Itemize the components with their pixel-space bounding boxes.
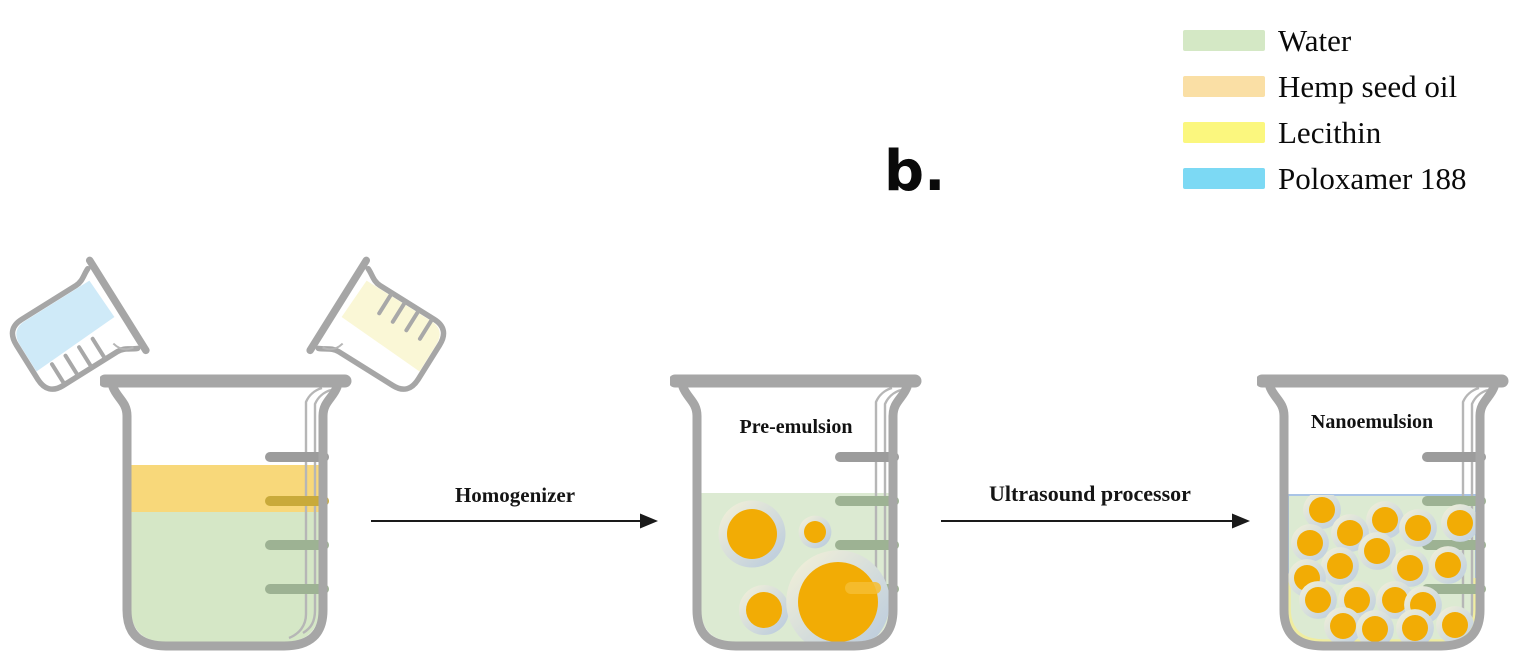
oil-droplet	[798, 562, 878, 642]
lecithin-liquid	[341, 280, 440, 372]
process-arrow-ultrasound	[941, 513, 1250, 529]
oil-droplet	[1309, 497, 1335, 523]
arrow-head-icon	[1232, 513, 1250, 529]
oil-droplet	[1337, 520, 1363, 546]
legend-item-poloxamer-188: Poloxamer 188	[1183, 155, 1467, 201]
beaker-body	[108, 382, 342, 651]
pour-beaker-ticks	[377, 292, 434, 341]
oil-droplet	[1330, 613, 1356, 639]
oil-droplet	[1297, 530, 1323, 556]
nanoemulsion-beaker: Nanoemulsion	[1257, 374, 1509, 651]
beaker-body	[1265, 382, 1499, 651]
oil-droplet	[1447, 510, 1473, 536]
poloxamer-liquid	[16, 280, 115, 372]
ultrasound-processor-label: Ultrasound processor	[989, 481, 1191, 506]
legend-item-water: Water	[1183, 17, 1467, 63]
oil-droplet	[1305, 587, 1331, 613]
pour-beaker-rim	[306, 256, 371, 355]
legend-swatch-hemp-seed-oil	[1183, 75, 1265, 97]
pre-emulsion-label: Pre-emulsion	[740, 416, 853, 438]
beaker-inner-reflection	[288, 386, 332, 640]
oil-droplet	[1327, 553, 1353, 579]
oil-droplet	[1362, 616, 1388, 642]
pour-beaker-rim	[85, 256, 150, 355]
oil-droplet	[1372, 507, 1398, 533]
oil-droplet	[1435, 552, 1461, 578]
legend-swatch-lecithin	[1183, 121, 1265, 143]
oil-droplet	[1402, 615, 1428, 641]
droplet-highlight	[845, 582, 881, 594]
legend-swatch-poloxamer-188	[1183, 167, 1265, 189]
legend-label-water: Water	[1278, 22, 1352, 58]
arrow-head-icon	[640, 513, 658, 529]
legend: Water Hemp seed oil Lecithin Poloxamer 1…	[1183, 17, 1467, 201]
water-layer	[131, 512, 319, 642]
oil-droplet	[727, 509, 777, 559]
oil-droplet	[1405, 515, 1431, 541]
beaker-body	[678, 382, 912, 651]
pour-beaker-ticks	[49, 336, 107, 385]
legend-swatch-water	[1183, 29, 1265, 51]
legend-label-lecithin: Lecithin	[1278, 114, 1382, 150]
panel-label: b.	[884, 139, 946, 204]
oil-droplet	[746, 592, 782, 628]
legend-item-hemp-seed-oil: Hemp seed oil	[1183, 63, 1467, 109]
process-arrow-homogenizer	[371, 513, 658, 529]
oil-droplet	[1364, 538, 1390, 564]
pour-beaker-spout-curl	[322, 342, 344, 351]
oil-droplet	[1397, 555, 1423, 581]
poloxamer-pour-beaker-icon	[9, 256, 150, 392]
pre-emulsion-beaker: Pre-emulsion	[670, 374, 922, 651]
oil-droplet	[1382, 587, 1408, 613]
homogenizer-label: Homogenizer	[454, 483, 576, 507]
lecithin-pour-beaker-icon	[306, 256, 447, 392]
pour-beaker-spout-curl	[112, 342, 134, 351]
graduation-ticks	[1422, 452, 1486, 594]
oil-droplet	[1344, 587, 1370, 613]
legend-label-poloxamer-188: Poloxamer 188	[1278, 160, 1467, 196]
legend-item-lecithin: Lecithin	[1183, 109, 1467, 155]
legend-label-hemp-seed-oil: Hemp seed oil	[1278, 68, 1458, 104]
oil-droplets-group	[1288, 495, 1476, 642]
graduation-ticks	[265, 452, 329, 594]
oil-droplet	[1442, 612, 1468, 638]
nanoemulsion-label: Nanoemulsion	[1311, 411, 1433, 433]
mixture-beaker	[100, 374, 352, 651]
oil-droplet	[804, 521, 826, 543]
